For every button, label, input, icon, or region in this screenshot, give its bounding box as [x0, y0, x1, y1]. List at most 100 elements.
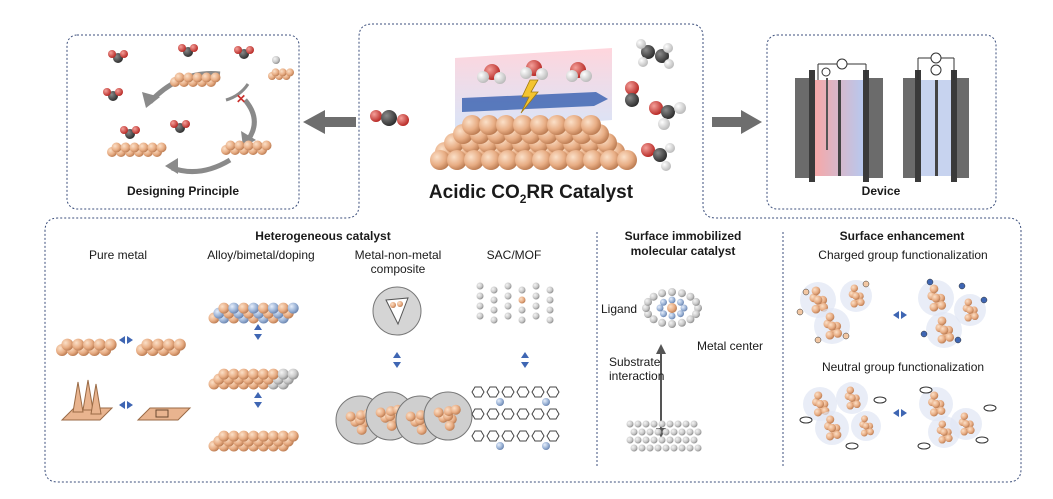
mof-linker — [501, 430, 515, 442]
framework-atom — [518, 306, 526, 314]
copper-atom — [931, 399, 941, 409]
copper-atom — [813, 295, 823, 305]
h3o-molecule-1 — [477, 64, 506, 84]
copper-atom — [937, 406, 946, 415]
composite-illustrations — [335, 286, 473, 445]
substrate-atom — [630, 428, 638, 436]
nitrogen-atom — [668, 296, 676, 304]
double-arrow-pure-top — [119, 336, 133, 344]
copper-atom — [201, 72, 212, 83]
mof-linker — [516, 386, 530, 398]
copper-atom — [104, 338, 117, 351]
copper-atom — [277, 430, 289, 442]
alloy-atom — [258, 302, 269, 314]
copper-atom — [416, 424, 427, 435]
charged-group — [980, 296, 988, 304]
mof-linker — [501, 386, 515, 398]
copper-atom — [825, 312, 835, 322]
column-sac-mof: SAC/MOF — [486, 248, 542, 262]
design-scene: ✕ — [103, 44, 294, 175]
enhancement-heading: Surface enhancement — [839, 229, 965, 243]
copper-atom — [853, 400, 861, 409]
molecular-heading-line1: Surface immobilized — [624, 229, 742, 243]
substrate-atom — [634, 420, 642, 428]
nanocone — [82, 379, 94, 411]
copper-atom — [210, 72, 221, 83]
nitrogen-atom — [677, 298, 684, 306]
charged-group — [802, 288, 810, 296]
product-co — [625, 81, 639, 107]
substrate-atom — [646, 444, 654, 452]
ligand-atom — [668, 288, 676, 296]
ligand-atom — [649, 292, 658, 301]
copper-atom — [183, 72, 194, 83]
charged-group — [796, 308, 804, 316]
alloy-illustrations — [208, 302, 299, 452]
copper-atom — [971, 312, 979, 321]
mof-linker — [471, 408, 485, 420]
copper-atom — [147, 142, 158, 153]
substrate-atom — [650, 436, 658, 444]
substrate-atom — [678, 444, 686, 452]
copper-atom — [481, 150, 501, 170]
substrate-atom — [666, 420, 674, 428]
device-scene — [795, 52, 969, 182]
substrate-atom — [634, 436, 642, 444]
substrate-atom — [670, 444, 678, 452]
copper-atom — [583, 150, 603, 170]
copper-atom — [496, 115, 516, 135]
framework-atom — [504, 312, 512, 320]
framework-atom — [490, 296, 498, 304]
double-arrow-alloy-2 — [254, 392, 262, 408]
framework-atom — [504, 282, 512, 290]
copper-atom — [218, 430, 230, 442]
copper-atom — [345, 411, 356, 422]
copper-atom — [857, 298, 865, 307]
column-alloy: Alloy/bimetal/doping — [207, 248, 315, 262]
doped-atom — [287, 368, 299, 380]
metal-node — [542, 398, 550, 406]
substrate-atom — [682, 436, 690, 444]
mof-linker — [516, 408, 530, 420]
metal-node — [496, 442, 504, 450]
copper-atom — [860, 429, 868, 437]
framework-atom — [518, 296, 526, 304]
mof-linker — [531, 408, 545, 420]
framework-atom — [546, 296, 554, 304]
copper-atom — [937, 301, 947, 310]
copper-atom — [430, 150, 450, 170]
metal-center-label: Metal center — [697, 339, 764, 353]
substrate-atom — [626, 420, 634, 428]
ligand-atom — [649, 315, 658, 324]
copper-atom — [966, 306, 974, 314]
doped-atom — [258, 368, 269, 380]
copper-atom — [937, 334, 947, 344]
framework-atom — [546, 286, 554, 294]
copper-atom — [833, 329, 843, 338]
copper-atom — [287, 430, 299, 442]
neutral-group — [975, 436, 989, 444]
mof-linker — [486, 386, 500, 398]
copper-atom — [93, 338, 106, 351]
substrate-atom — [650, 420, 658, 428]
copper-atom — [939, 325, 949, 335]
copper-atom — [846, 386, 855, 394]
copper-atom — [811, 286, 821, 296]
copper-atom — [846, 402, 854, 410]
oxygen-atom — [182, 120, 190, 128]
copper-atom — [433, 407, 444, 418]
section-dividers — [596, 232, 784, 468]
framework-atom — [546, 316, 554, 324]
co2-molecule — [370, 110, 409, 126]
flow-band — [462, 92, 608, 112]
oxygen-atom — [132, 126, 140, 134]
framework-atom — [476, 292, 484, 300]
etched-pattern — [155, 409, 169, 418]
design-panel-frame — [66, 34, 300, 210]
charged-group — [814, 336, 822, 344]
substrate-atom — [658, 436, 666, 444]
substrate-atom — [666, 436, 674, 444]
substrate-atom — [694, 444, 702, 452]
product-c2h4 — [636, 39, 674, 69]
copper-atom — [111, 142, 122, 153]
